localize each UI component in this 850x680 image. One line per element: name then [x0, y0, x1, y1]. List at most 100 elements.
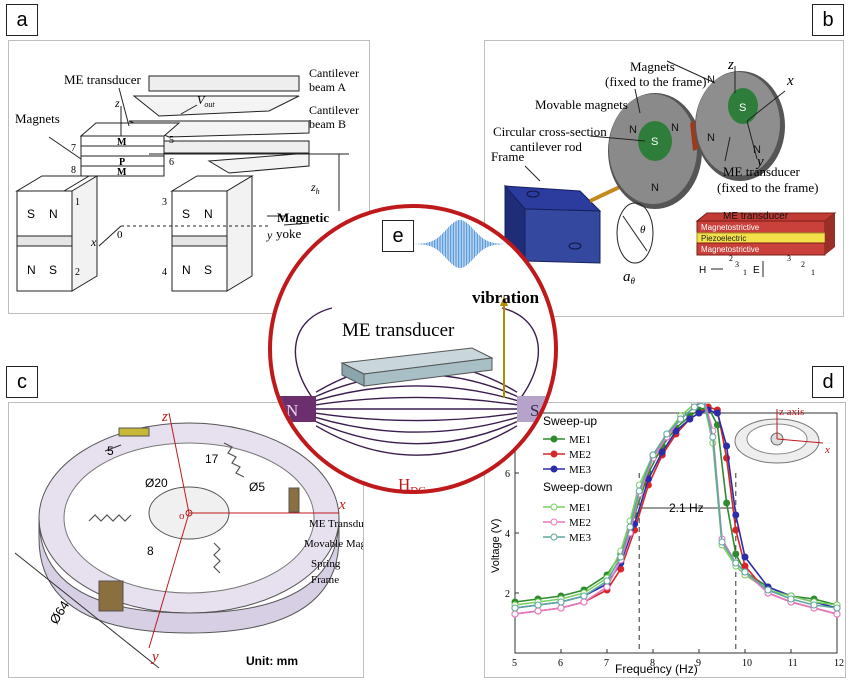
- a-num-1: 1: [75, 197, 80, 208]
- b-pole-s1: S: [651, 136, 658, 148]
- legend-marker: [550, 465, 558, 473]
- a-pole-s3: S: [182, 207, 190, 221]
- data-point: [557, 604, 565, 612]
- b-frame: Frame: [491, 149, 524, 164]
- y-tick-label: 6: [505, 469, 510, 480]
- b-magnets-2: (fixed to the frame): [605, 74, 706, 89]
- a-cantilever-b-1: Cantilever: [309, 103, 359, 117]
- data-point: [617, 553, 625, 561]
- data-point: [741, 568, 749, 576]
- panel-b-label: b: [812, 4, 844, 36]
- c-frame-label: Frame: [311, 574, 339, 586]
- c-dim-5b: Ø5: [249, 480, 265, 494]
- panel-a-label: a: [6, 4, 38, 36]
- data-point: [810, 601, 818, 609]
- b-ax-1b: 1: [811, 268, 815, 277]
- a-pole-s1: S: [27, 207, 35, 221]
- a-yoke: yoke: [276, 226, 302, 241]
- a-magnets: Magnets: [15, 111, 60, 126]
- chart-ylabel: Voltage (V): [490, 519, 502, 573]
- e-me-transducer: ME transducer: [342, 320, 455, 341]
- x-tick-label: 9: [696, 658, 701, 669]
- data-point: [833, 610, 841, 618]
- data-point: [557, 598, 565, 606]
- b-e-label: E: [753, 265, 760, 276]
- panel-c-drawing: z x y o 5 17 Ø20 Ø5 8 Ø64 ME Transducer …: [14, 409, 363, 669]
- data-point: [723, 442, 731, 450]
- x-tick-label: 6: [558, 658, 563, 669]
- legend-marker: [550, 450, 558, 458]
- field-line: [315, 396, 518, 406]
- b-pole-n3: N: [651, 182, 659, 194]
- y-tick-label: 4: [505, 529, 510, 540]
- x-tick-label: 7: [604, 658, 609, 669]
- data-point: [718, 538, 726, 546]
- panel-a: ME transducer Magnets Cantilever beam A …: [8, 40, 370, 314]
- e-vibration: vibration: [472, 288, 540, 307]
- a-layer-m1: M: [117, 137, 127, 148]
- b-y-axis: y: [755, 154, 764, 170]
- c-spring-label: Spring: [311, 558, 341, 570]
- data-point: [534, 601, 542, 609]
- a-pole-n3: N: [204, 207, 213, 221]
- chart-xlabel: Frequency (Hz): [615, 662, 698, 676]
- data-point: [580, 592, 588, 600]
- a-layer-p: P: [119, 157, 125, 168]
- a-x-axis: x: [90, 235, 97, 249]
- field-line: [315, 416, 518, 433]
- b-pole-n2: N: [671, 122, 679, 134]
- field-line: [315, 412, 518, 422]
- legend-marker: [550, 533, 558, 541]
- panel-a-drawing: ME transducer Magnets Cantilever beam A …: [15, 66, 359, 292]
- panel-c: z x y o 5 17 Ø20 Ø5 8 Ø64 ME Transducer …: [8, 402, 364, 678]
- legend-label: ME1: [569, 502, 591, 514]
- data-point: [663, 430, 671, 438]
- b-h-label: H: [699, 265, 706, 276]
- e-hdc: HDC: [398, 475, 426, 494]
- legend-label: ME2: [569, 449, 591, 461]
- c-dim-8: 8: [147, 544, 154, 558]
- data-point: [732, 550, 740, 558]
- b-movable: Movable magnets: [535, 97, 628, 112]
- a-pole-s2: S: [49, 263, 57, 277]
- c-origin: o: [179, 510, 185, 522]
- b-stack-title: ME transducer: [723, 211, 789, 222]
- a-pole-n4: N: [182, 263, 191, 277]
- b-me-1: ME transducer: [723, 164, 801, 179]
- c-dim-20: Ø20: [145, 476, 168, 490]
- a-magnetic: Magnetic: [277, 210, 329, 225]
- a-me-transducer: ME transducer: [64, 72, 142, 87]
- data-point: [603, 583, 611, 591]
- a-num-8: 8: [71, 165, 76, 176]
- data-point: [658, 448, 666, 456]
- a-y-axis: y: [266, 228, 273, 242]
- a-origin: 0: [117, 229, 123, 241]
- b-a-theta: aθ: [623, 269, 636, 286]
- b-ax-2b: 2: [801, 260, 805, 269]
- legend-up-title: Sweep-up: [543, 414, 597, 428]
- a-num-5: 5: [169, 135, 174, 146]
- legend-label: ME3: [569, 464, 592, 476]
- data-point: [732, 559, 740, 567]
- a-cantilever-a-1: Cantilever: [309, 66, 359, 80]
- legend-label: ME2: [569, 517, 591, 529]
- b-stack-l3: Magnetostrictive: [701, 245, 760, 254]
- data-point: [635, 487, 643, 495]
- a-num-2: 2: [75, 267, 80, 278]
- data-point: [764, 586, 772, 594]
- panel-e: vibration ME transducer N S HDC: [268, 204, 558, 494]
- b-me-2: (fixed to the frame): [717, 180, 818, 195]
- y-tick-label: 2: [505, 589, 510, 600]
- data-point: [833, 604, 841, 612]
- b-pole-s2: S: [739, 102, 746, 114]
- c-dim-17: 17: [205, 452, 219, 466]
- a-zh: zh: [310, 180, 320, 196]
- e-pole-n: N: [286, 401, 298, 420]
- a-z-axis: z: [114, 96, 120, 110]
- x-tick-label: 8: [650, 658, 655, 669]
- legend-marker: [550, 435, 558, 443]
- legend-marker: [550, 503, 558, 511]
- inset-x-axis: x: [824, 444, 830, 456]
- a-cantilever-a-2: beam A: [309, 80, 346, 94]
